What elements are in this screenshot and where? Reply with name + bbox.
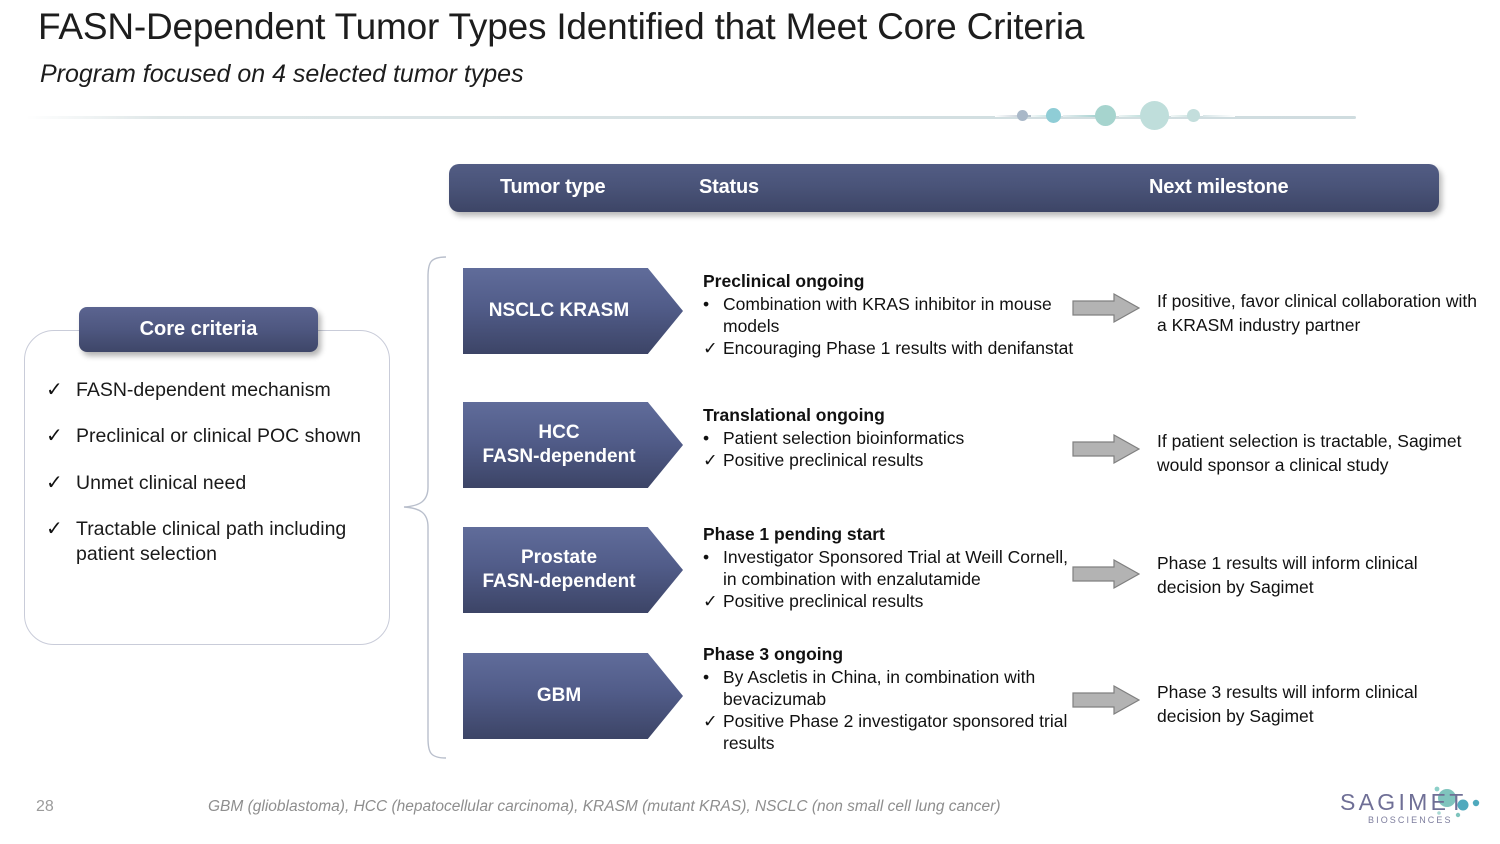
status-bullet-text: Positive preclinical results [723, 450, 924, 471]
tumor-type-chevron: NSCLC KRASM [463, 268, 683, 354]
list-item: ✓ FASN-dependent mechanism [46, 378, 376, 403]
check-icon: ✓ [46, 425, 63, 448]
status-bullet-text: By Ascletis in China, in combination wit… [723, 667, 1036, 710]
page-subtitle: Program focused on 4 selected tumor type… [40, 60, 524, 88]
page-title: FASN-Dependent Tumor Types Identified th… [38, 6, 1085, 47]
bullet-icon: • [703, 428, 710, 448]
list-item: ✓ Preclinical or clinical POC shown [46, 424, 376, 449]
tumor-type-chevron: GBM [463, 653, 683, 739]
decorative-dot-line [995, 100, 1235, 132]
status-bullet: ✓ Positive preclinical results [703, 449, 1075, 471]
status-cell: Translational ongoing • Patient selectio… [703, 405, 1075, 471]
column-header-next-milestone: Next milestone [1149, 176, 1289, 198]
decor-dot-4 [1140, 101, 1169, 130]
check-icon: ✓ [703, 591, 718, 612]
status-bullet: • Investigator Sponsored Trial at Weill … [703, 546, 1075, 590]
status-cell: Phase 3 ongoing • By Ascletis in China, … [703, 644, 1075, 754]
status-bullet-text: Combination with KRAS inhibitor in mouse… [723, 294, 1052, 337]
core-criteria-item-text: Preclinical or clinical POC shown [76, 425, 362, 448]
list-item: ✓ Unmet clinical need [46, 471, 376, 496]
check-icon: ✓ [46, 379, 63, 401]
status-title: Phase 3 ongoing [703, 644, 844, 664]
status-bullet: • Patient selection bioinformatics [703, 427, 1075, 449]
column-header-status: Status [699, 176, 759, 198]
table-header-bar: Tumor type Status Next milestone [449, 164, 1439, 212]
column-header-tumor-type: Tumor type [500, 176, 606, 198]
core-criteria-panel [24, 330, 390, 645]
bullet-icon: • [703, 294, 710, 314]
bullet-icon: • [703, 547, 710, 567]
status-title: Phase 1 pending start [703, 524, 885, 544]
status-bullet: ✓ Positive preclinical results [703, 590, 1075, 612]
status-bullet: • By Ascletis in China, in combination w… [703, 666, 1075, 710]
milestone-text: If patient selection is tractable, Sagim… [1157, 431, 1462, 475]
decor-dot-2 [1046, 108, 1061, 123]
decor-dot-1 [1017, 110, 1028, 121]
status-bullet: • Combination with KRAS inhibitor in mou… [703, 293, 1075, 337]
check-icon: ✓ [46, 471, 63, 494]
decor-dot-5 [1187, 109, 1200, 122]
title-divider [26, 116, 1356, 119]
status-bullet-text: Positive Phase 2 investigator sponsored … [723, 711, 1068, 754]
check-icon: ✓ [703, 711, 718, 732]
page-number: 28 [36, 798, 54, 815]
footnote: GBM (glioblastoma), HCC (hepatocellular … [208, 798, 1001, 815]
logo-tagline: BIOSCIENCES [1368, 815, 1453, 825]
check-icon: ✓ [703, 338, 718, 359]
milestone-text: If positive, favor clinical collaboratio… [1157, 291, 1478, 335]
brace-connector [402, 255, 447, 760]
status-bullet-text: Investigator Sponsored Trial at Weill Co… [723, 547, 1068, 590]
check-icon: ✓ [703, 450, 718, 471]
status-bullet-text: Patient selection bioinformatics [723, 428, 965, 448]
status-bullet-text: Encouraging Phase 1 results with denifan… [723, 338, 1074, 359]
logo-wordmark: SAGIMET [1340, 789, 1467, 815]
tumor-type-chevron: HCC FASN-dependent [463, 402, 683, 488]
status-title: Preclinical ongoing [703, 271, 865, 291]
core-criteria-list: ✓ FASN-dependent mechanism ✓ Preclinical… [46, 378, 376, 589]
sagimet-logo: SAGIMET BIOSCIENCES [1338, 786, 1488, 834]
list-item: ✓ Tractable clinical path including pati… [46, 517, 376, 568]
check-icon: ✓ [46, 518, 63, 541]
status-bullet: ✓ Positive Phase 2 investigator sponsore… [703, 710, 1075, 754]
status-bullet: ✓ Encouraging Phase 1 results with denif… [703, 337, 1075, 359]
decor-dot-3 [1095, 105, 1116, 126]
right-arrow-icon [1072, 558, 1141, 590]
status-cell: Phase 1 pending start • Investigator Spo… [703, 524, 1075, 612]
status-title: Translational ongoing [703, 405, 885, 425]
milestone-text: Phase 3 results will inform clinical dec… [1157, 682, 1418, 726]
core-criteria-item-text: FASN-dependent mechanism [76, 379, 331, 401]
core-criteria-heading: Core criteria [79, 307, 318, 352]
right-arrow-icon [1072, 684, 1141, 716]
status-cell: Preclinical ongoing • Combination with K… [703, 271, 1075, 359]
bullet-icon: • [703, 667, 710, 687]
core-criteria-item-text: Unmet clinical need [76, 471, 247, 494]
right-arrow-icon [1072, 433, 1141, 465]
milestone-text: Phase 1 results will inform clinical dec… [1157, 553, 1418, 597]
right-arrow-icon [1072, 292, 1141, 324]
status-bullet-text: Positive preclinical results [723, 591, 924, 612]
tumor-type-chevron: Prostate FASN-dependent [463, 527, 683, 613]
core-criteria-item-text: Tractable clinical path including patien… [76, 518, 347, 566]
